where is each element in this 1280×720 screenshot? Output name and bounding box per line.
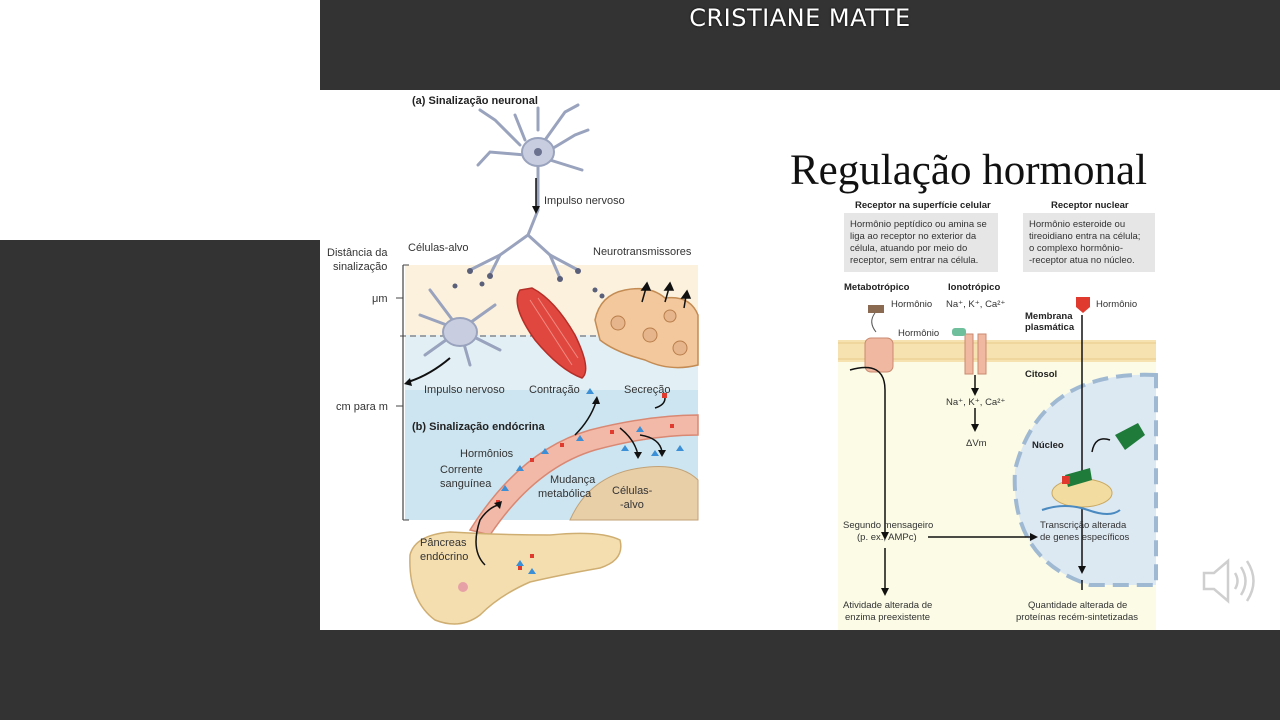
atividade-label-1: Atividade alterada de (843, 600, 932, 611)
impulse-bottom-label: Impulso nervoso (424, 384, 505, 396)
nucleo-label: Núcleo (1032, 440, 1064, 451)
transcricao-label-1: Transcrição alterada (1040, 520, 1127, 531)
delta-v-label: ΔVm (966, 438, 987, 449)
col2-description-box (1023, 213, 1155, 272)
col1-line-3: célula, atuando por meio do (850, 243, 967, 254)
neuron-illustration (468, 103, 590, 280)
blank-panel (0, 0, 320, 240)
col1-line-4: receptor, sem entrar na célula. (850, 255, 978, 266)
metabotropico-label: Metabotrópico (844, 282, 910, 293)
celulas-alvo-b-1: Células- (612, 485, 653, 497)
synaptic-terminals (452, 268, 605, 299)
plasma-membrane (838, 340, 1156, 362)
celulas-alvo-b-2: -alvo (620, 499, 644, 511)
slide: (a) Sinalização neuronal Impulso nervoso… (320, 90, 1280, 630)
metabotropic-receptor (864, 337, 894, 373)
citosol-label: Citosol (1025, 369, 1057, 380)
ion-channel-right (977, 333, 987, 375)
hormone-particles (496, 388, 684, 504)
corrente-label-1: Corrente (440, 464, 483, 476)
col2-line-3: o complexo hormônio- (1029, 243, 1123, 254)
atividade-label-2: enzima preexistente (845, 612, 930, 623)
contracao-label: Contração (529, 384, 580, 396)
nuclear-receptor (1115, 423, 1145, 450)
transcricao-label-2: de genes específicos (1040, 532, 1130, 543)
panel-b-label: (b) Sinalização endócrina (412, 421, 546, 433)
pancreas-hormones (516, 554, 536, 574)
um-label: μm (372, 293, 388, 305)
pancreas-label-1: Pâncreas (420, 537, 467, 549)
col1-heading: Receptor na superfície celular (855, 200, 991, 211)
celulas-alvo-label: Células-alvo (408, 242, 469, 254)
hormonio-label-1: Hormônio (891, 299, 932, 310)
col1-line-2: liga ao receptor no exterior da (850, 231, 977, 242)
hormone-ionotropic (952, 328, 966, 336)
secrecao-label: Secreção (624, 384, 670, 396)
mudanca-label-2: metabólica (538, 488, 592, 500)
membrana-label-2: plasmática (1025, 322, 1075, 333)
hormone-peptide (868, 305, 884, 313)
hormonio-label-2: Hormônio (898, 328, 939, 339)
distance-label-1: Distância da (327, 247, 388, 259)
mudanca-label-1: Mudança (550, 474, 596, 486)
pancreas-illustration (409, 531, 622, 625)
ionotropico-label: Ionotrópico (948, 282, 1000, 293)
col2-line-1: Hormônio esteroide ou (1029, 219, 1125, 230)
col1-description-box (844, 213, 998, 272)
speaker-icon[interactable] (1200, 555, 1262, 607)
panel-a-label: (a) Sinalização neuronal (412, 95, 538, 107)
secretory-cells (594, 287, 699, 369)
ions-top-label: Na⁺, K⁺, Ca²⁺ (946, 299, 1005, 310)
pancreas-label-2: endócrino (420, 551, 468, 563)
secretion-arrows (640, 281, 692, 309)
hormonio-label-3: Hormônio (1096, 299, 1137, 310)
slide-figure: (a) Sinalização neuronal Impulso nervoso… (327, 95, 1158, 630)
quantidade-label-1: Quantidade alterada de (1028, 600, 1127, 611)
col1-line-1: Hormônio peptídico ou amina se (850, 219, 987, 230)
ions-bottom-label: Na⁺, K⁺, Ca²⁺ (946, 397, 1005, 408)
membrana-label-1: Membrana (1025, 311, 1073, 322)
presenter-bar (320, 0, 1280, 90)
col2-heading: Receptor nuclear (1051, 200, 1129, 211)
quantidade-label-2: proteínas recém-sintetizadas (1016, 612, 1138, 623)
distance-label-2: sinalização (333, 261, 387, 273)
hormonios-label: Hormônios (460, 448, 514, 460)
figure-title: Regulação hormonal (790, 147, 1147, 194)
col2-line-4: -receptor atua no núcleo. (1029, 255, 1135, 266)
transcription-complex (1051, 478, 1113, 508)
ion-channel-left (964, 333, 974, 375)
segundo-label-1: Segundo mensageiro (843, 520, 933, 531)
segundo-label-2: (p. ex., AMPc) (857, 532, 917, 543)
presenter-name: CRISTIANE MATTE (689, 4, 911, 32)
neurotransmissores-label: Neurotransmissores (593, 246, 692, 258)
corrente-label-2: sanguínea (440, 478, 492, 490)
hormone-steroid (1076, 297, 1090, 313)
cm-para-m-label: cm para m (336, 401, 388, 413)
dna-strand (1041, 505, 1121, 515)
impulse-top-label: Impulso nervoso (544, 195, 625, 207)
col2-line-2: tireoidiano entra na célula; (1029, 231, 1140, 242)
target-tissue (569, 466, 699, 521)
muscle-illustration (516, 287, 587, 379)
